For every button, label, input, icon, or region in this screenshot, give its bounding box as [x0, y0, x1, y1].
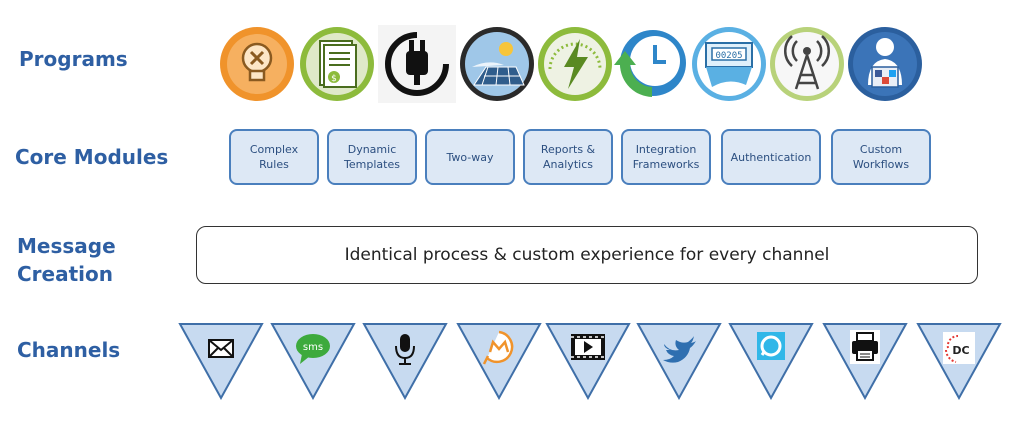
row-label-programs: Programs — [19, 47, 128, 71]
module-label: Authentication — [730, 150, 812, 164]
channel-sms: sms — [270, 322, 356, 400]
printer-icon — [850, 330, 880, 364]
row-label-message-line2: Creation — [17, 262, 113, 286]
social-media-person-icon — [846, 25, 924, 103]
power-plug-icon — [378, 25, 456, 103]
row-label-message-creation: Message Creation — [17, 232, 116, 288]
clock-arrow-icon — [612, 25, 690, 103]
channel-alexa — [728, 322, 814, 400]
message-creation-text: Identical process & custom experience fo… — [344, 245, 830, 265]
module-authentication: Authentication — [721, 129, 821, 185]
module-label: Two-way — [446, 150, 494, 164]
energy-gauge-icon — [536, 25, 614, 103]
solar-panel-icon — [458, 25, 536, 103]
module-complex-rules: Complex Rules — [229, 129, 319, 185]
channel-print — [822, 322, 908, 400]
meter-reading-icon: 00205 — [690, 25, 768, 103]
channel-voice — [362, 322, 448, 400]
twitter-bird-icon — [663, 336, 696, 363]
module-label: Custom Workflows — [852, 143, 910, 171]
module-two-way: Two-way — [425, 129, 515, 185]
microphone-icon — [395, 334, 415, 365]
module-reports-analytics: Reports & Analytics — [523, 129, 613, 185]
svg-text:$: $ — [331, 74, 337, 84]
module-label: Reports & Analytics — [540, 143, 596, 171]
channel-chat — [456, 322, 542, 400]
row-label-core-modules: Core Modules — [15, 145, 169, 169]
sms-bubble-icon: sms — [296, 334, 330, 364]
row-label-message-line1: Message — [17, 234, 116, 258]
bill-document-icon: $ — [298, 25, 376, 103]
module-label: Complex Rules — [249, 143, 299, 171]
envelope-icon — [208, 339, 234, 358]
channel-email — [178, 322, 264, 400]
module-label: Dynamic Templates — [344, 143, 400, 171]
chat-m-icon — [482, 330, 514, 365]
alexa-ring-icon — [757, 332, 785, 360]
channel-twitter — [636, 322, 722, 400]
channel-dc: DC — [916, 322, 1002, 400]
module-dynamic-templates: Dynamic Templates — [327, 129, 417, 185]
svg-text:00205: 00205 — [715, 51, 742, 61]
module-integration-frameworks: Integration Frameworks — [621, 129, 711, 185]
channel-video — [545, 322, 631, 400]
video-play-icon — [571, 334, 605, 360]
module-label: Integration Frameworks — [632, 143, 700, 171]
row-label-channels: Channels — [17, 338, 121, 362]
message-creation-box: Identical process & custom experience fo… — [196, 226, 978, 284]
dc-logo-icon: DC — [943, 332, 975, 364]
lightbulb-icon — [218, 25, 296, 103]
dc-text: DC — [952, 344, 969, 357]
sms-text: sms — [303, 342, 323, 353]
radio-tower-icon — [768, 25, 846, 103]
module-custom-workflows: Custom Workflows — [831, 129, 931, 185]
